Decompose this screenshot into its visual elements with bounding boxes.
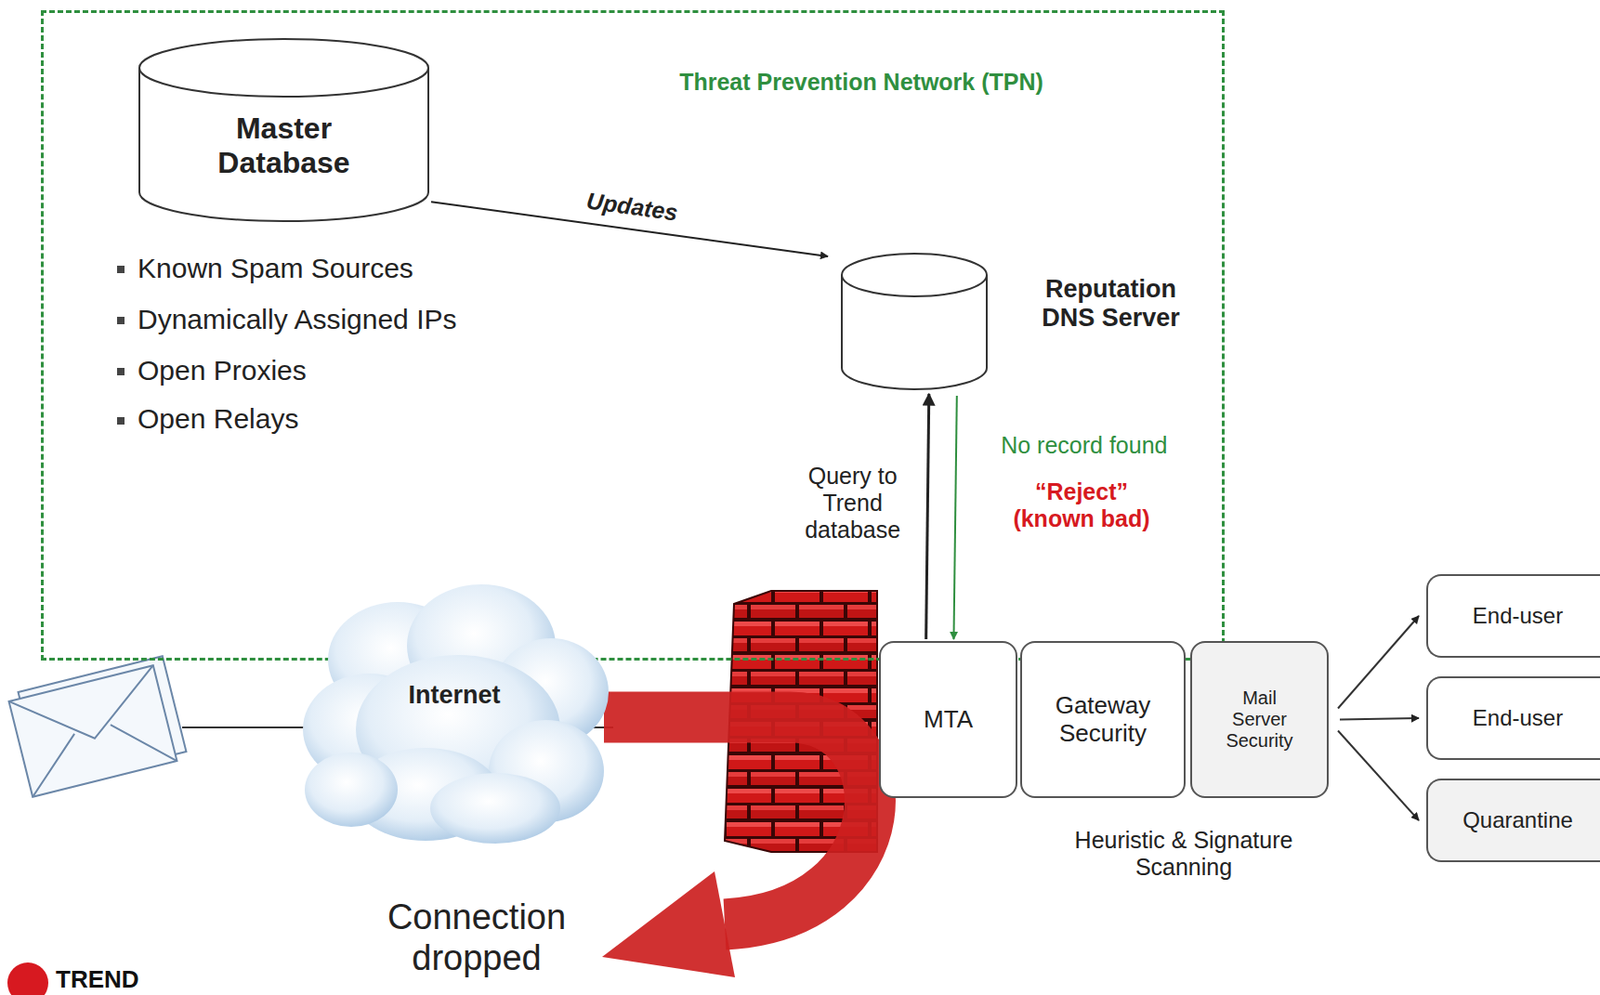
envelope-icon bbox=[9, 655, 187, 798]
gateway-box: Gateway Security bbox=[1020, 641, 1186, 799]
connector-arrow bbox=[953, 395, 957, 640]
logo-text: TREND bbox=[55, 966, 242, 995]
edge-label: Updates bbox=[585, 187, 681, 227]
drop-caption: Connection dropped bbox=[369, 897, 584, 979]
region-title: Threat Prevention Network (TPN) bbox=[638, 68, 1085, 96]
connector-arrow bbox=[926, 393, 930, 640]
bullet-item: Open Proxies bbox=[137, 354, 621, 388]
firewall-icon bbox=[724, 590, 878, 853]
node-label: Internet bbox=[407, 681, 500, 710]
node-label: Mail Server Security bbox=[1218, 687, 1302, 752]
connector-arrow bbox=[1337, 616, 1419, 709]
mail-server-box: Mail Server Security bbox=[1190, 641, 1329, 799]
cylinder-outline bbox=[840, 252, 988, 391]
node-label: End-user bbox=[1472, 705, 1563, 732]
node-label: Reputation DNS Server bbox=[1024, 275, 1197, 333]
bullet-item: Known Spam Sources bbox=[137, 252, 621, 286]
end-user-box: End-user bbox=[1426, 574, 1600, 658]
connector-arrow bbox=[1337, 731, 1419, 822]
bullet-marker bbox=[117, 265, 125, 425]
dns-server-cylinder: Reputation DNS Server bbox=[840, 252, 988, 391]
quarantine-box: Quarantine bbox=[1426, 778, 1600, 863]
node-label: Quarantine bbox=[1462, 807, 1574, 834]
scanning-caption: Heuristic & Signature Scanning bbox=[1053, 826, 1314, 881]
node-label: End-user bbox=[1472, 603, 1563, 630]
reject-note: “Reject” (known bad) bbox=[997, 478, 1166, 533]
node-label: Master Database bbox=[177, 111, 392, 181]
connector-arrow bbox=[1339, 718, 1419, 721]
mta-box: MTA bbox=[878, 641, 1018, 799]
bullet-item: Open Relays bbox=[137, 403, 621, 436]
node-label: MTA bbox=[923, 706, 973, 735]
end-user-box: End-user bbox=[1426, 676, 1600, 761]
edge-label: Query to Trend database bbox=[792, 462, 914, 543]
database-cylinder: Master Database bbox=[138, 38, 430, 223]
network-region: Threat Prevention Network (TPN) Master Da… bbox=[40, 10, 1225, 661]
logo-mark bbox=[7, 962, 49, 995]
bullet-item: Dynamically Assigned IPs bbox=[137, 303, 621, 337]
edge-label: No record found bbox=[982, 432, 1187, 460]
node-label: Gateway Security bbox=[1033, 692, 1173, 748]
internet-cloud: Internet bbox=[295, 571, 614, 846]
